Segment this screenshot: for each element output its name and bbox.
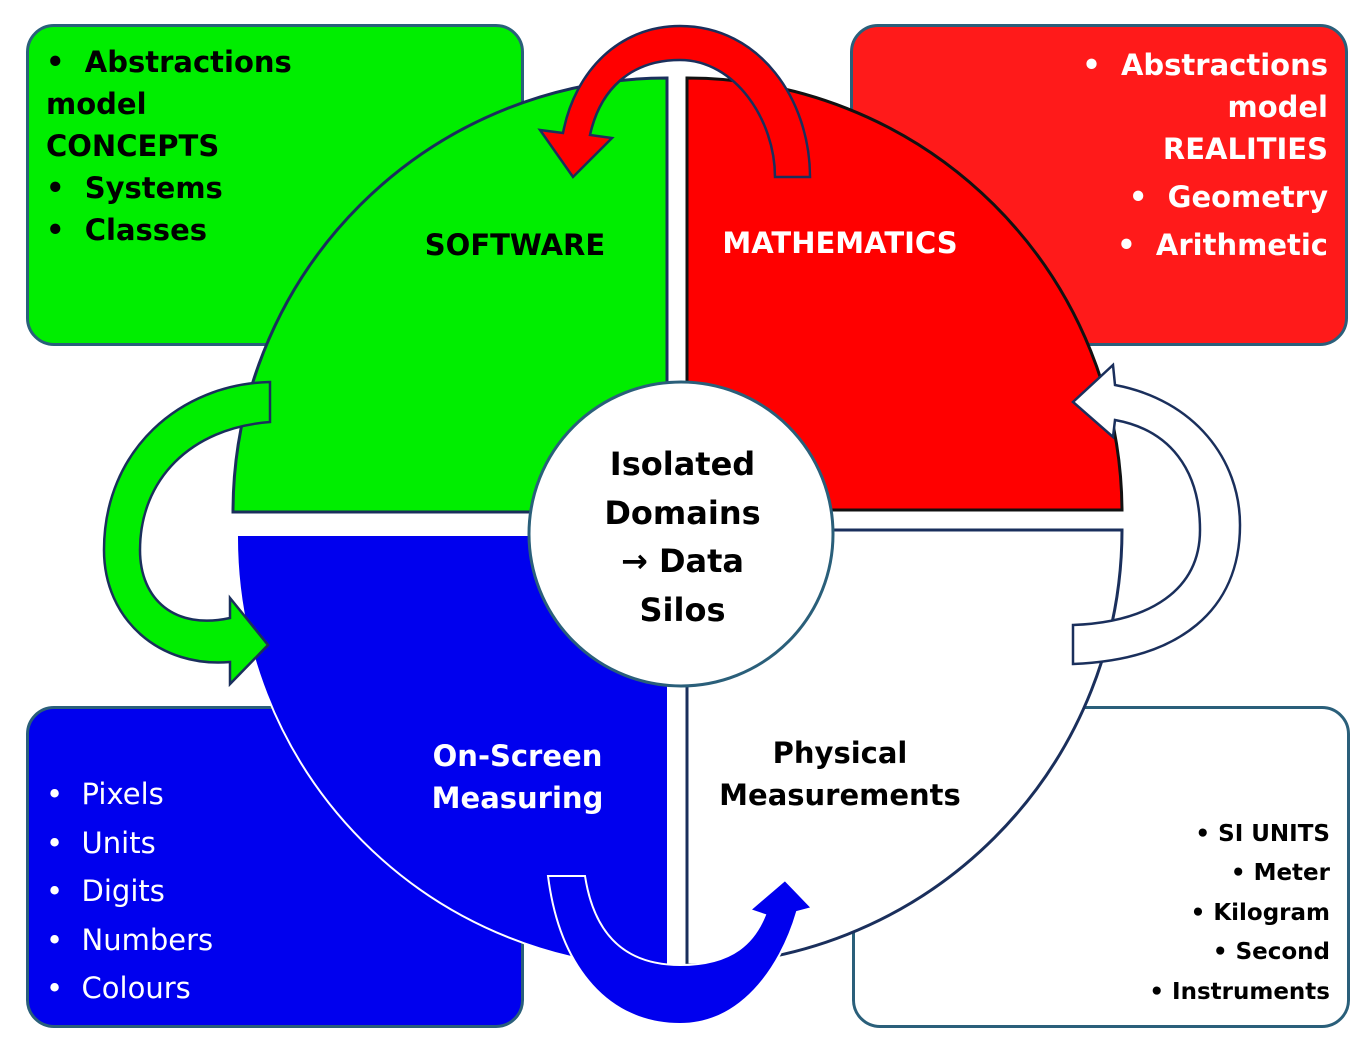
list-item: • Digits (46, 871, 213, 920)
bullet-icon: • (1117, 228, 1136, 262)
list-item-text: REALITIES (1162, 132, 1328, 166)
list-item-text: Abstractions (84, 45, 292, 79)
mathematics-label: MATHEMATICS (705, 222, 975, 264)
list-item-text: Instruments (1172, 978, 1330, 1005)
list-item-text: SI UNITS (1218, 821, 1330, 847)
bullet-icon: • (46, 825, 64, 860)
bullet-icon: • (1128, 180, 1148, 214)
list-item-text: Units (81, 825, 156, 860)
list-item: • Abstractions (46, 44, 292, 86)
list-item-text: Meter (1253, 860, 1330, 887)
bullet-icon: • (1190, 899, 1206, 926)
physical-label-line: Measurements (719, 778, 961, 812)
list-item-text: CONCEPTS (46, 129, 220, 163)
software-quadrant (231, 76, 669, 514)
on-screen-notes-list: • Pixels • Units • Digits • Numbers • Co… (46, 774, 213, 1017)
list-item-text: Classes (84, 213, 207, 247)
bullet-icon: • (46, 171, 65, 205)
list-item: • Abstractions (1082, 44, 1328, 86)
list-item-text: Colours (81, 971, 191, 1005)
bullet-icon: • (1195, 821, 1211, 847)
center-circle (527, 380, 835, 688)
list-item: • SI UNITS (1149, 818, 1330, 857)
list-item-continuation: REALITIES (1082, 128, 1328, 170)
bullet-icon: • (46, 922, 64, 957)
list-item: • Kilogram (1149, 897, 1330, 936)
list-item: • Meter (1149, 857, 1330, 896)
list-item-text: Numbers (81, 922, 214, 957)
center-label-line: Silos (639, 590, 726, 629)
green-curved-arrow-icon (102, 380, 272, 688)
bullet-icon: • (46, 874, 64, 908)
bullet-icon: • (1082, 48, 1101, 82)
mathematics-label-text: MATHEMATICS (722, 226, 958, 260)
blue-curved-arrow-icon (546, 875, 814, 1026)
white-curved-arrow-icon (1071, 362, 1242, 666)
list-item-text: Second (1235, 939, 1330, 966)
software-label: SOFTWARE (400, 224, 630, 266)
bullet-icon: • (46, 45, 65, 79)
center-label: Isolated Domains → Data Silos (560, 440, 805, 634)
list-item-continuation: CONCEPTS (46, 128, 292, 170)
physical-label-line: Physical (772, 736, 908, 770)
on-screen-label: On-Screen Measuring (410, 735, 625, 819)
list-item-text: Pixels (81, 777, 164, 811)
center-label-line: Isolated (609, 445, 756, 483)
list-item: • Classes (46, 212, 292, 254)
list-item: • Arithmetic (1082, 224, 1328, 266)
list-item-text: Digits (81, 874, 165, 908)
list-item: • Units (46, 823, 213, 872)
list-item: • Geometry (1082, 176, 1328, 218)
list-item: • Instruments (1149, 976, 1330, 1015)
mathematics-notes-list: • Abstractions model REALITIES • Geometr… (1082, 44, 1328, 266)
center-label-line: → Data (621, 542, 744, 580)
bullet-icon: • (1149, 978, 1165, 1005)
physical-notes-list: • SI UNITS • Meter • Kilogram • Second •… (1149, 818, 1330, 1015)
red-curved-arrow-icon (537, 24, 812, 179)
list-item-continuation: model (1082, 86, 1328, 128)
bullet-icon: • (1212, 939, 1228, 966)
list-item-text: Geometry (1167, 180, 1328, 214)
list-item-text: Arithmetic (1155, 228, 1328, 262)
on-screen-label-line: Measuring (431, 781, 604, 815)
list-item-text: Abstractions (1120, 48, 1328, 82)
list-item-text: Kilogram (1213, 899, 1330, 926)
list-item-text: Systems (84, 171, 223, 205)
list-item: • Pixels (46, 774, 213, 823)
list-item: • Systems (46, 170, 292, 212)
center-label-line: Domains (604, 493, 761, 532)
bullet-icon: • (46, 213, 65, 247)
software-label-text: SOFTWARE (424, 228, 606, 262)
list-item: • Second (1149, 936, 1330, 975)
bullet-icon: • (46, 971, 64, 1005)
list-item-text: model (46, 87, 147, 121)
list-item-text: model (1227, 90, 1328, 124)
bullet-icon: • (1230, 860, 1246, 887)
list-item: • Numbers (46, 920, 213, 969)
list-item-continuation: model (46, 86, 292, 128)
physical-label: Physical Measurements (700, 732, 980, 816)
on-screen-label-line: On-Screen (432, 739, 603, 773)
list-item: • Colours (46, 968, 213, 1017)
software-notes-list: • Abstractions model CONCEPTS • Systems … (46, 44, 292, 254)
bullet-icon: • (46, 777, 64, 811)
mathematics-quadrant (685, 76, 1124, 512)
